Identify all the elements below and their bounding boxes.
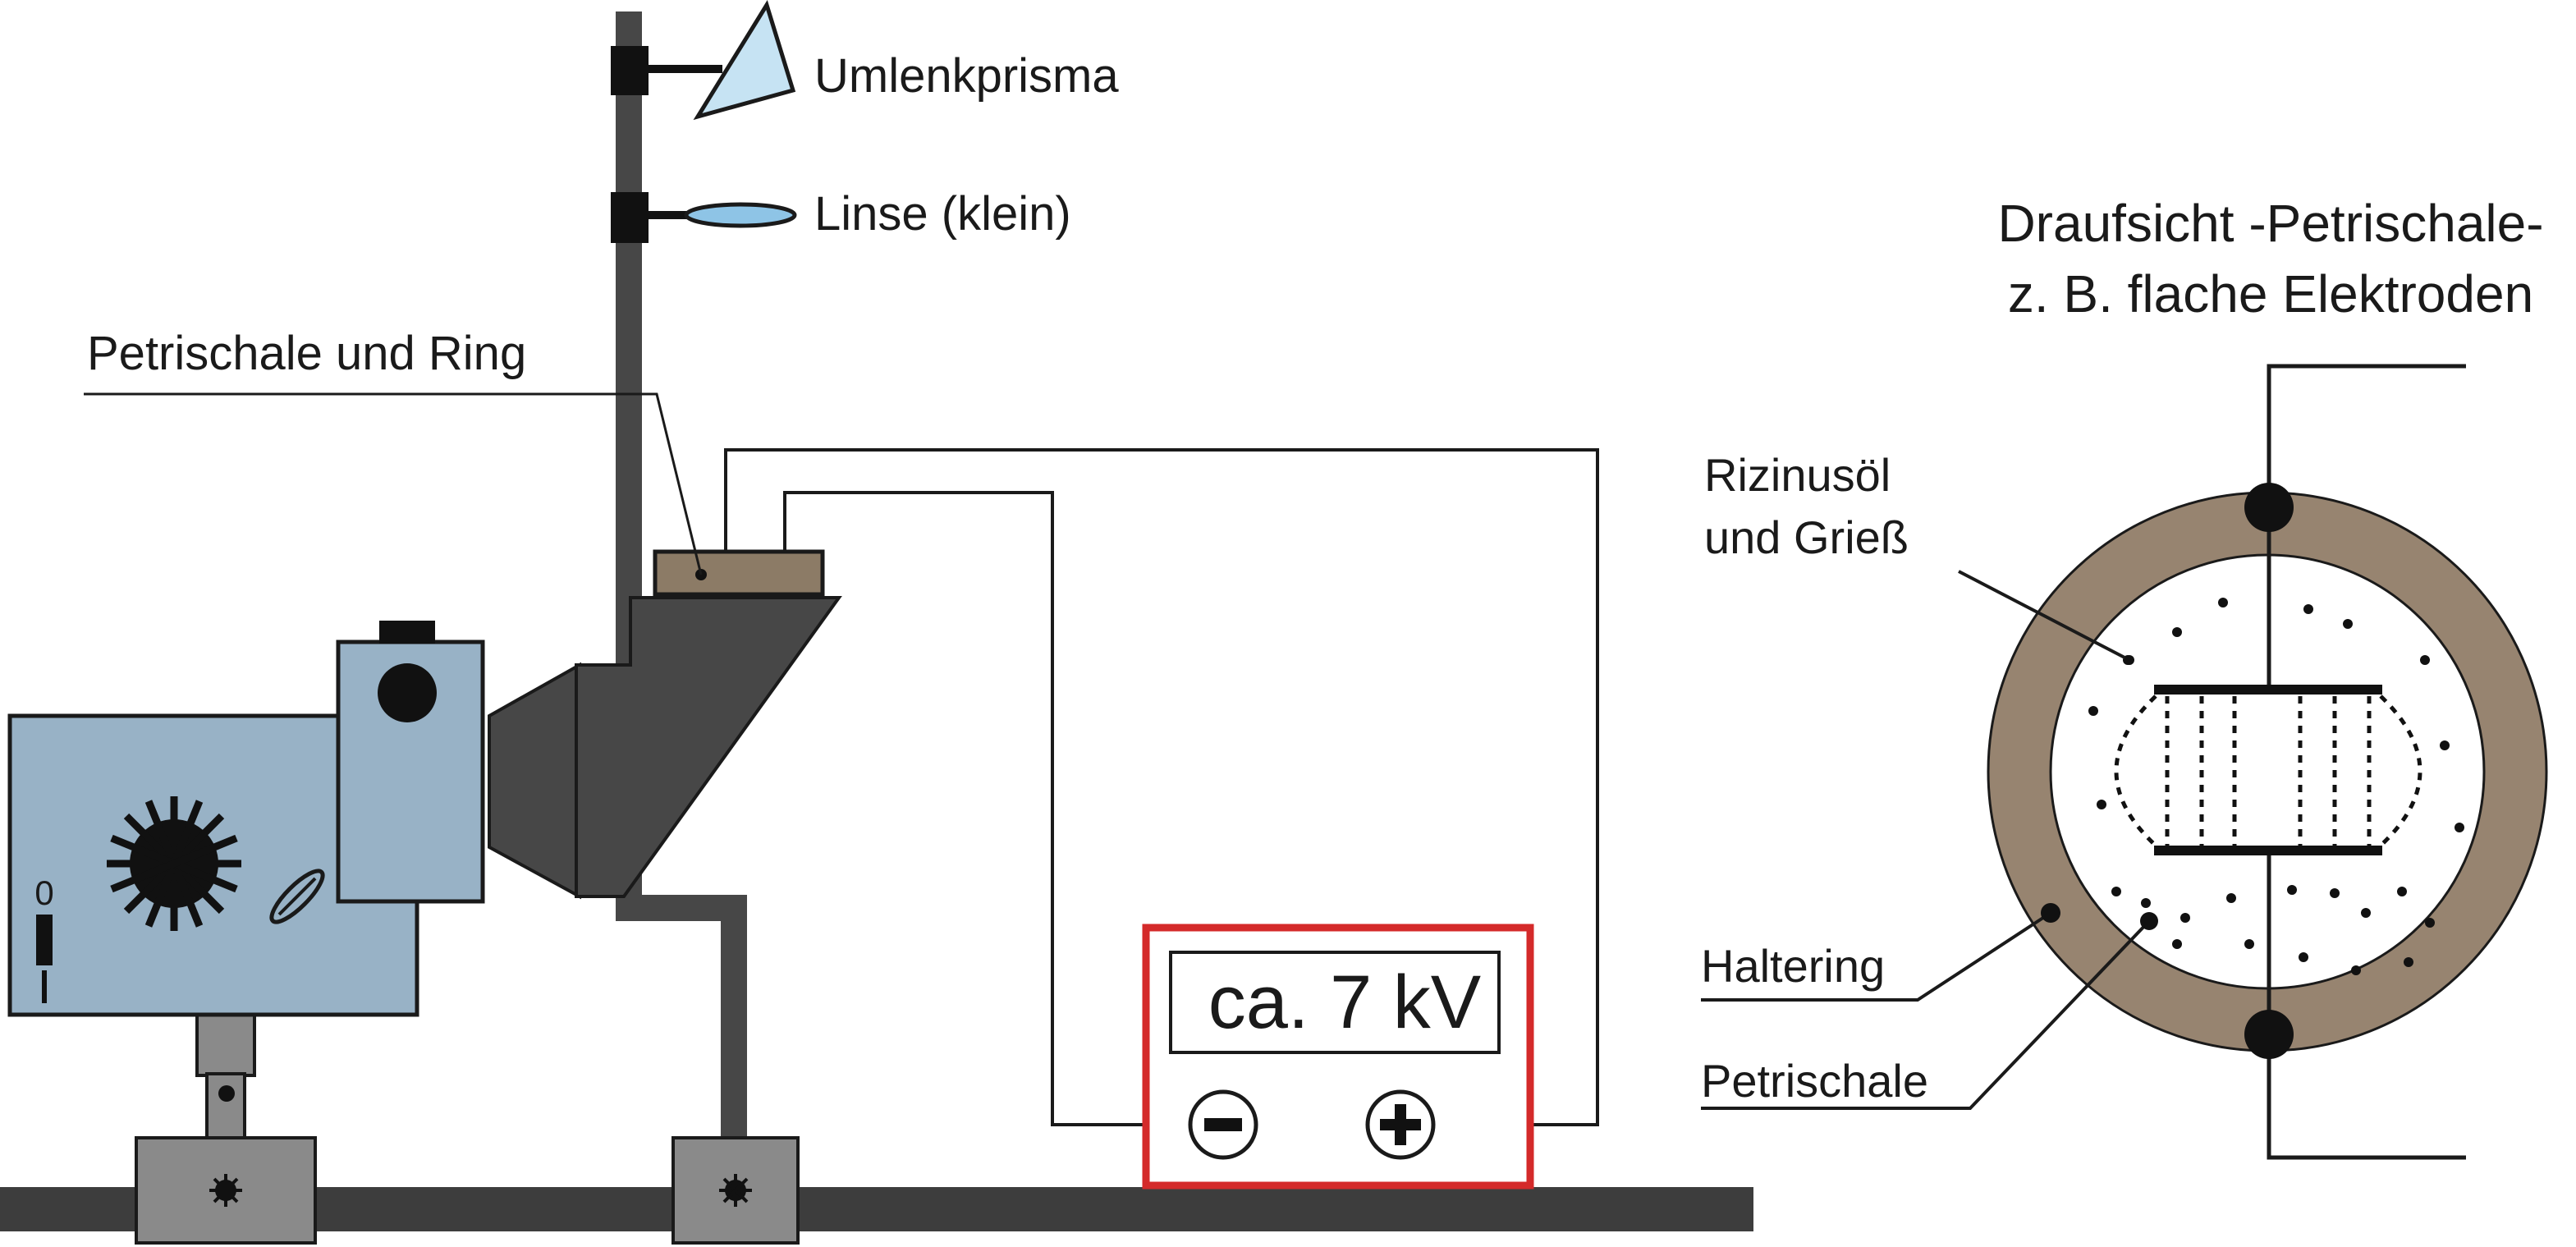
prism-icon — [693, 0, 796, 121]
dish-leader — [1701, 919, 2151, 1110]
holder-ring-label: Haltering — [1701, 940, 1885, 992]
plus-terminal-icon — [1365, 1089, 1436, 1160]
projection-cone — [488, 662, 581, 900]
fan-gear-icon — [107, 796, 241, 931]
minus-terminal-icon — [1188, 1089, 1258, 1160]
lens-icon — [684, 202, 797, 228]
voltage-label: ca. 7 kV — [1208, 960, 1481, 1044]
projector-rail-mount — [135, 1006, 317, 1245]
power-switch-label: 0 — [34, 873, 53, 912]
semolina-grains — [2088, 598, 2464, 975]
castor-leader — [1958, 570, 2130, 662]
ring-leader — [1701, 911, 2052, 1002]
electrode-contact-bottom — [2244, 1010, 2294, 1059]
prism-label: Umlenkprisma — [814, 49, 1119, 103]
voltage-display — [1169, 951, 1501, 1054]
petri-dish-label: Petrischale — [1701, 1055, 1928, 1107]
electrode-wire-top — [2267, 364, 2466, 688]
stand-rail-mount — [672, 1136, 800, 1245]
wire-outer — [724, 448, 1599, 1126]
overhead-projector: 0 — [7, 621, 485, 1017]
petri-top-view — [1701, 364, 2548, 1160]
topview-title-line1: Draufsicht -Petrischale- — [1997, 194, 2543, 253]
lens-label: Linse (klein) — [814, 187, 1071, 241]
electrode-plate-top — [2154, 685, 2382, 695]
petri-label-leader — [84, 392, 703, 575]
stand-support — [616, 895, 747, 1139]
high-voltage-power-supply: ca. 7 kV — [1142, 924, 1534, 1190]
electrode-contact-top — [2244, 483, 2294, 532]
lens-port-icon — [378, 663, 437, 722]
power-switch — [36, 915, 53, 965]
prism-assembly — [611, 0, 796, 121]
lens-assembly — [611, 192, 797, 243]
wire-inner — [783, 491, 1189, 1126]
focus-knob-icon — [269, 869, 325, 924]
field-lines — [2114, 695, 2422, 847]
electrode-wire-bottom — [2267, 855, 2466, 1160]
castor-label-line1: Rizinusöl — [1704, 449, 1891, 501]
projection-head — [575, 596, 842, 898]
topview-title-line2: z. B. flache Elektroden — [2008, 264, 2533, 323]
petri-dish-side — [653, 549, 825, 597]
electrode-plate-bottom — [2154, 846, 2382, 855]
petri-ring-label: Petrischale und Ring — [87, 327, 526, 380]
projector-top-knob — [379, 621, 435, 644]
clamp-screw-icon — [209, 1174, 242, 1207]
clamp-screw-icon — [719, 1174, 752, 1207]
castor-label-line2: und Grieß — [1704, 511, 1909, 563]
